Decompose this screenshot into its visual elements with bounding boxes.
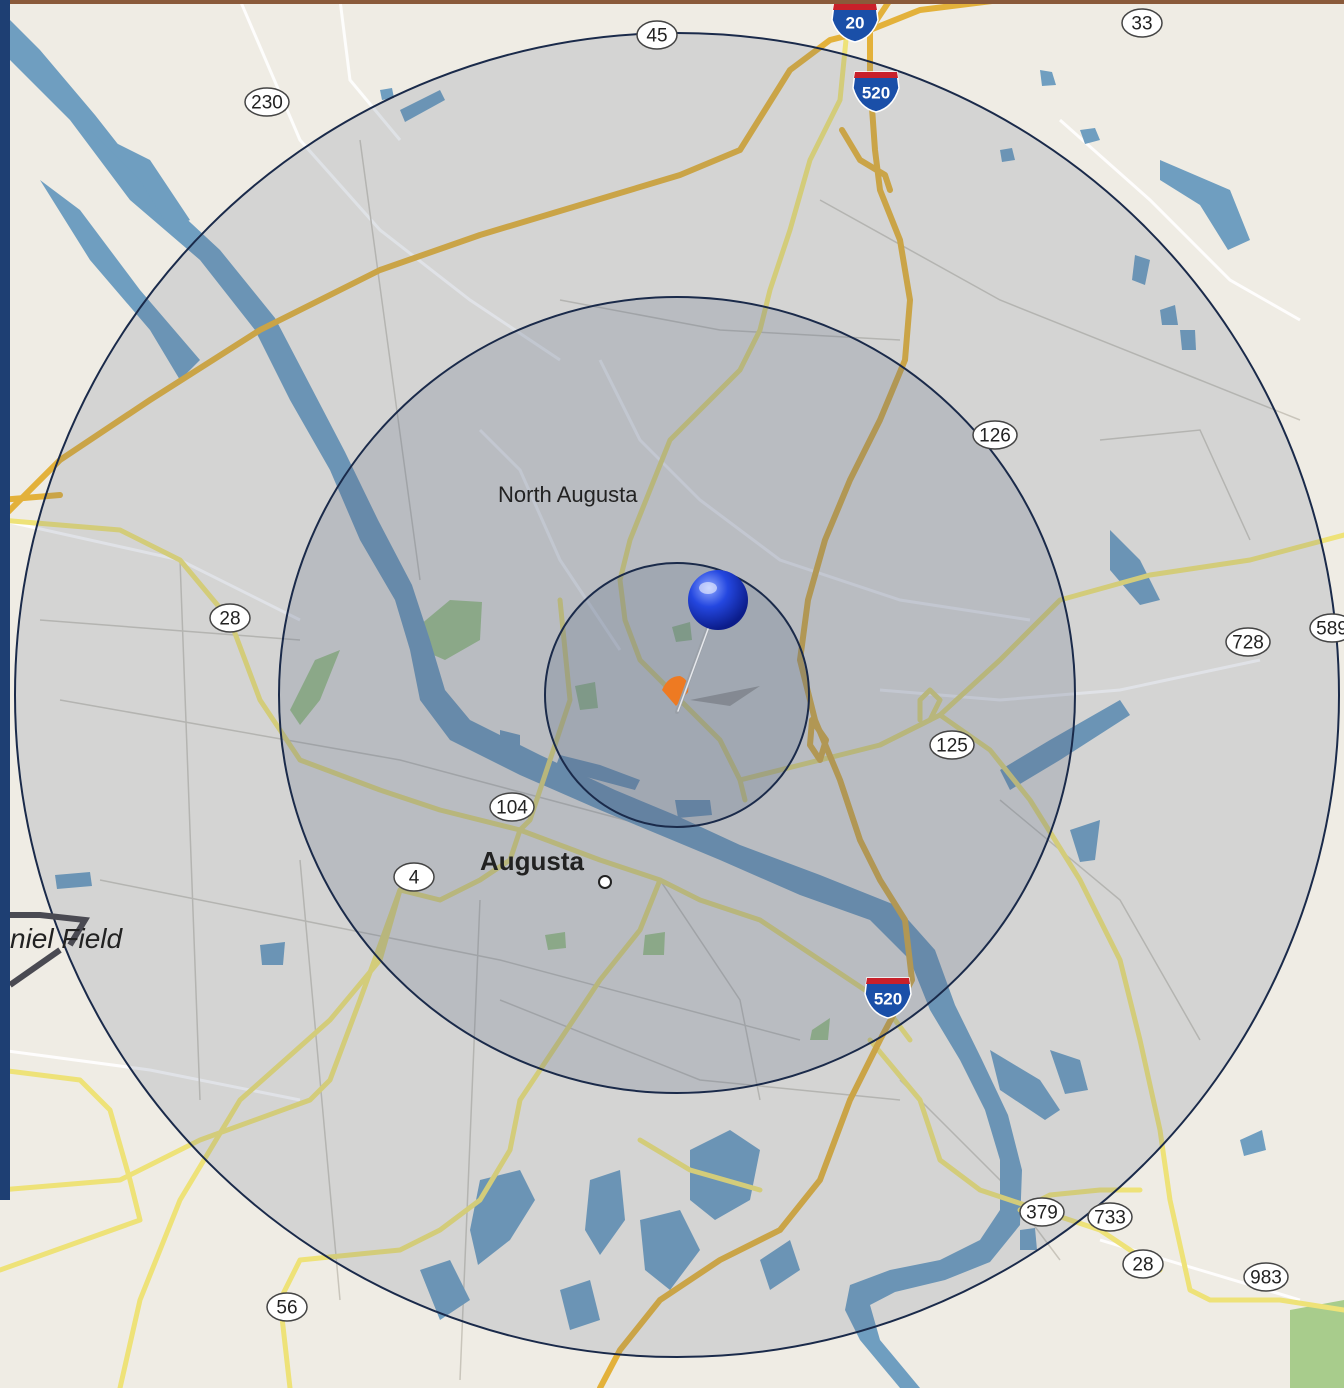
svg-text:28: 28 xyxy=(219,609,240,630)
svg-text:520: 520 xyxy=(874,990,902,1009)
place-label-augusta: Augusta xyxy=(480,846,585,876)
svg-text:520: 520 xyxy=(862,84,890,103)
park-area xyxy=(545,932,566,950)
svg-text:33: 33 xyxy=(1131,14,1152,35)
svg-text:4: 4 xyxy=(409,868,420,889)
svg-text:728: 728 xyxy=(1232,633,1264,654)
pin-head-icon xyxy=(688,570,748,630)
route-shield-56: 56 xyxy=(266,1292,308,1322)
svg-text:126: 126 xyxy=(979,426,1011,447)
route-shield-230: 230 xyxy=(244,87,290,117)
park-area xyxy=(672,622,692,642)
svg-text:104: 104 xyxy=(496,798,528,819)
location-pin[interactable] xyxy=(662,570,760,714)
svg-text:379: 379 xyxy=(1026,1203,1058,1224)
svg-text:56: 56 xyxy=(276,1298,297,1319)
route-shield-126: 126 xyxy=(972,420,1018,450)
park-area xyxy=(290,650,340,725)
city-marker-augusta xyxy=(598,875,612,889)
svg-text:589: 589 xyxy=(1316,619,1344,640)
route-shield-983: 983 xyxy=(1243,1262,1289,1292)
route-shield-104: 104 xyxy=(489,792,535,822)
svg-text:20: 20 xyxy=(846,14,865,33)
route-shield-125: 125 xyxy=(929,730,975,760)
window-left-border xyxy=(0,0,10,1200)
airport-icon xyxy=(0,912,90,988)
route-shield-589: 589 xyxy=(1309,613,1344,643)
route-shield-28-west: 28 xyxy=(209,603,251,633)
interstate-shield-i520-south: 520 xyxy=(864,977,912,1019)
route-shield-733: 733 xyxy=(1087,1202,1133,1232)
park-area xyxy=(1290,1300,1344,1388)
svg-text:983: 983 xyxy=(1250,1268,1282,1289)
park-area xyxy=(643,932,665,955)
pin-shadow xyxy=(690,686,760,706)
svg-text:733: 733 xyxy=(1094,1208,1126,1229)
route-shield-728: 728 xyxy=(1225,627,1271,657)
park-area xyxy=(575,682,598,710)
place-label-daniel-field: niel Field xyxy=(10,923,123,954)
route-shield-45: 45 xyxy=(636,20,678,50)
park-area xyxy=(420,600,482,660)
route-shield-379: 379 xyxy=(1019,1197,1065,1227)
interstate-shield-i20: 20 xyxy=(831,3,879,43)
place-label-north-augusta: North Augusta xyxy=(498,482,638,507)
interstate-shield-i520-north: 520 xyxy=(852,71,900,113)
window-top-border xyxy=(0,0,1344,4)
route-shield-28-south: 28 xyxy=(1122,1249,1164,1279)
parks-layer xyxy=(290,600,1344,1388)
svg-text:28: 28 xyxy=(1132,1255,1153,1276)
water-layer xyxy=(10,20,1266,1388)
svg-text:125: 125 xyxy=(936,736,968,757)
svg-text:45: 45 xyxy=(646,26,667,47)
svg-text:230: 230 xyxy=(251,93,283,114)
park-area xyxy=(810,1018,830,1040)
route-shield-33: 33 xyxy=(1121,8,1163,38)
route-shield-4: 4 xyxy=(393,862,435,892)
